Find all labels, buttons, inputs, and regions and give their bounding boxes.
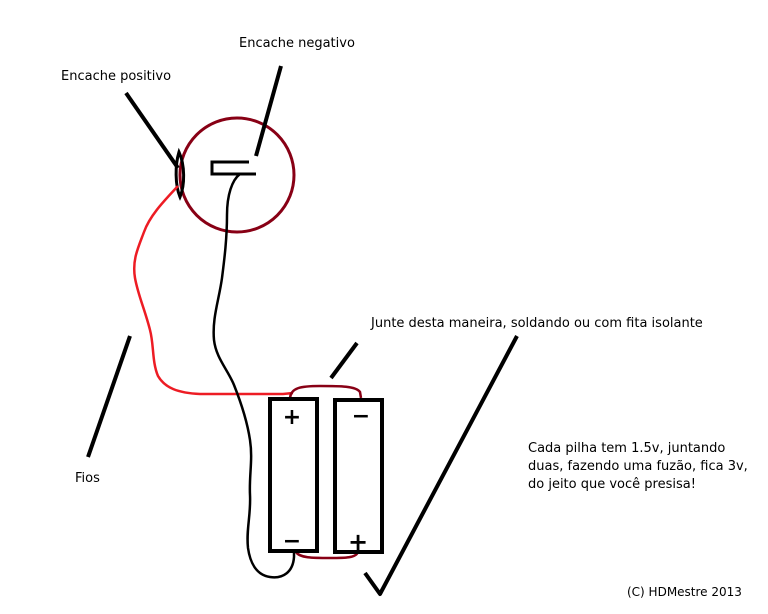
sign-left-bottom: − <box>283 529 301 554</box>
copyright-text: (C) HDMestre 2013 <box>627 585 742 599</box>
pointer-negative <box>254 65 283 157</box>
label-wires: Fios <box>75 471 100 486</box>
sign-left-top: + <box>283 405 301 430</box>
red-jumper-bottom <box>294 551 360 560</box>
info-line: Cada pilha tem 1.5v, juntando <box>528 441 726 456</box>
battery-right <box>333 398 384 554</box>
pointer-join <box>329 341 359 380</box>
red-wire <box>133 185 294 396</box>
pointer-positive <box>124 91 180 170</box>
black-wire <box>212 173 296 579</box>
battery-left <box>268 397 319 553</box>
label-join-instruction: Junte desta maneira, soldando ou com fit… <box>371 316 703 331</box>
label-positive-terminal: Encache positivo <box>61 69 172 84</box>
pointer-wires <box>86 335 132 458</box>
sign-right-top: − <box>352 404 370 429</box>
red-jumper <box>288 384 363 399</box>
socket-circle <box>178 116 296 234</box>
sign-right-bottom: + <box>348 528 368 556</box>
label-negative-terminal: Encache negativo <box>239 36 355 51</box>
info-line: duas, fazendo uma fuzão, fica 3v, <box>528 459 748 474</box>
info-text: Cada pilha tem 1.5v, juntando duas, faze… <box>528 440 748 494</box>
negative-contact <box>210 160 256 176</box>
info-line: do jeito que você presisa! <box>528 477 696 492</box>
check-mark <box>363 335 519 596</box>
